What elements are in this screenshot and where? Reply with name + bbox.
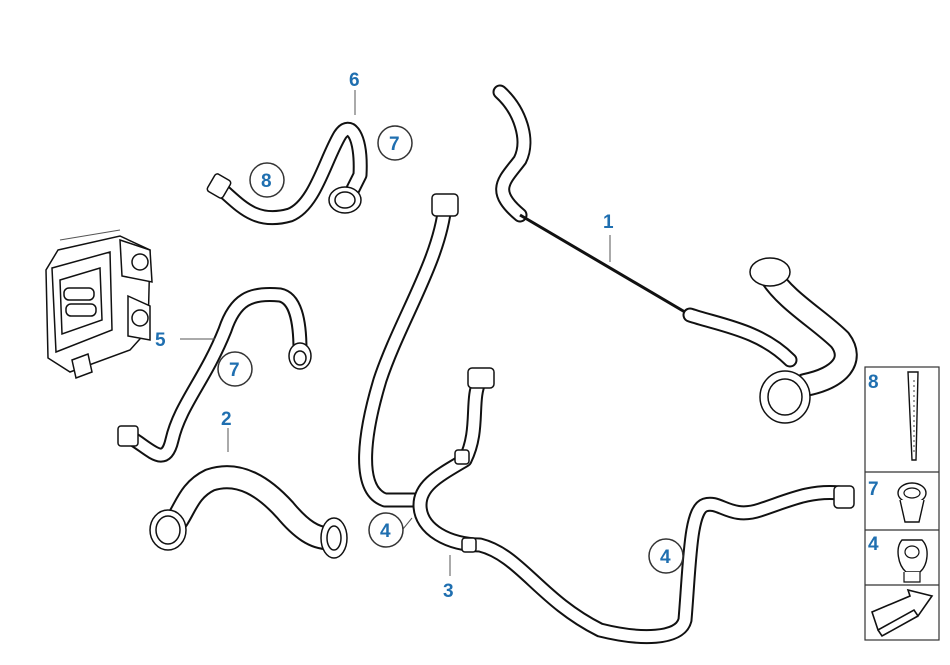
callout-3: 3	[443, 581, 454, 602]
callout-label: 6	[349, 70, 360, 91]
legend-row-4: 4	[868, 534, 928, 583]
hose-clip-icon	[897, 539, 928, 583]
legend-panel: 8 7 4	[864, 366, 940, 641]
legend-row-7: 7	[868, 479, 927, 523]
leader-lines	[180, 90, 611, 576]
legend-row-8: 8	[868, 371, 919, 461]
hose-clamp-icon	[897, 482, 927, 523]
callout-1: 1	[603, 212, 614, 233]
hose-6	[206, 121, 368, 226]
callout-4a: 4	[368, 512, 404, 548]
hose-3	[358, 193, 855, 644]
callout-label: 2	[221, 409, 232, 430]
callout-4b: 4	[648, 538, 684, 574]
callout-7b: 7	[217, 351, 253, 387]
hose-5	[117, 286, 312, 463]
callout-8: 8	[249, 162, 285, 198]
callout-label: 7	[389, 134, 400, 155]
cable-tie-icon	[907, 371, 919, 461]
callout-5: 5	[155, 330, 166, 351]
callout-label: 3	[443, 581, 454, 602]
callout-label: 7	[229, 360, 240, 381]
callout-label: 1	[603, 212, 614, 233]
legend-label: 4	[868, 534, 879, 555]
direction-arrow-icon	[871, 588, 934, 638]
callout-label: 5	[155, 330, 166, 351]
legend-label: 8	[868, 372, 879, 393]
oil-cooler	[45, 229, 153, 380]
callout-7a: 7	[377, 125, 413, 161]
callout-label: 4	[380, 521, 391, 542]
hose-1	[492, 84, 858, 424]
callout-2: 2	[221, 409, 232, 430]
callout-6: 6	[349, 70, 360, 91]
legend-label: 7	[868, 479, 879, 500]
callout-label: 4	[660, 547, 671, 568]
hose-2	[149, 465, 348, 559]
callout-label: 8	[261, 171, 272, 192]
